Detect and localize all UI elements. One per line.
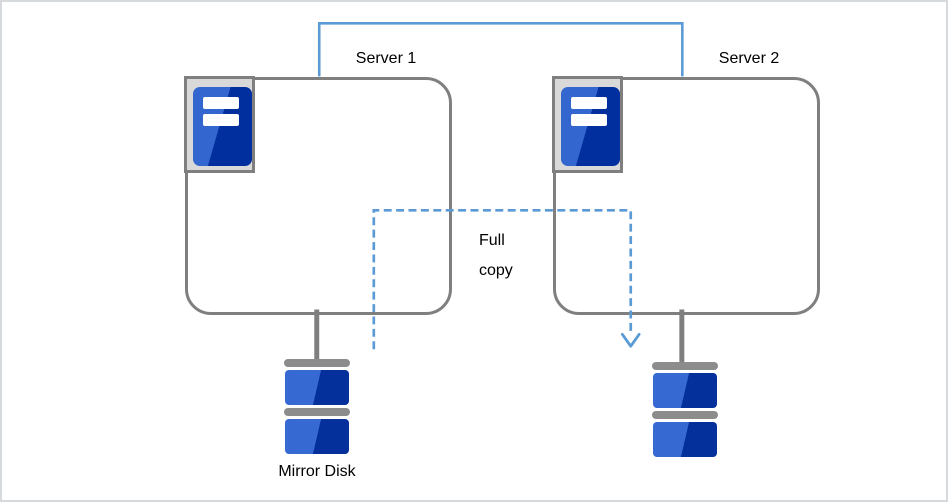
server-tower-body bbox=[561, 87, 620, 166]
mirror-disk2-icon bbox=[652, 362, 718, 460]
full-copy-dashed-path bbox=[372, 208, 633, 350]
server2-label: Server 2 bbox=[718, 50, 780, 67]
disk-platter bbox=[285, 419, 349, 454]
disk-platter bbox=[653, 422, 717, 457]
disk-bar bbox=[652, 411, 718, 419]
disk-bar bbox=[284, 408, 350, 416]
disk-bar bbox=[652, 362, 718, 370]
server-slot bbox=[203, 114, 239, 126]
disk-platter bbox=[653, 373, 717, 408]
server1-label: Server 1 bbox=[355, 50, 417, 67]
disk-bar bbox=[284, 359, 350, 367]
server-slot bbox=[203, 97, 239, 109]
server-slot bbox=[571, 114, 607, 126]
mirror-disk1-icon bbox=[284, 359, 350, 457]
full-copy-label: Full copy bbox=[479, 232, 513, 279]
server-tower-body bbox=[193, 87, 252, 166]
server-interconnect-line bbox=[317, 22, 684, 77]
server2-tower-icon bbox=[552, 76, 623, 173]
server-slot bbox=[571, 97, 607, 109]
disk-platter bbox=[285, 370, 349, 405]
server1-tower-icon bbox=[184, 76, 255, 173]
full-copy-arrowhead-icon bbox=[620, 332, 641, 348]
mirror-disk-label: Mirror Disk bbox=[278, 463, 356, 480]
